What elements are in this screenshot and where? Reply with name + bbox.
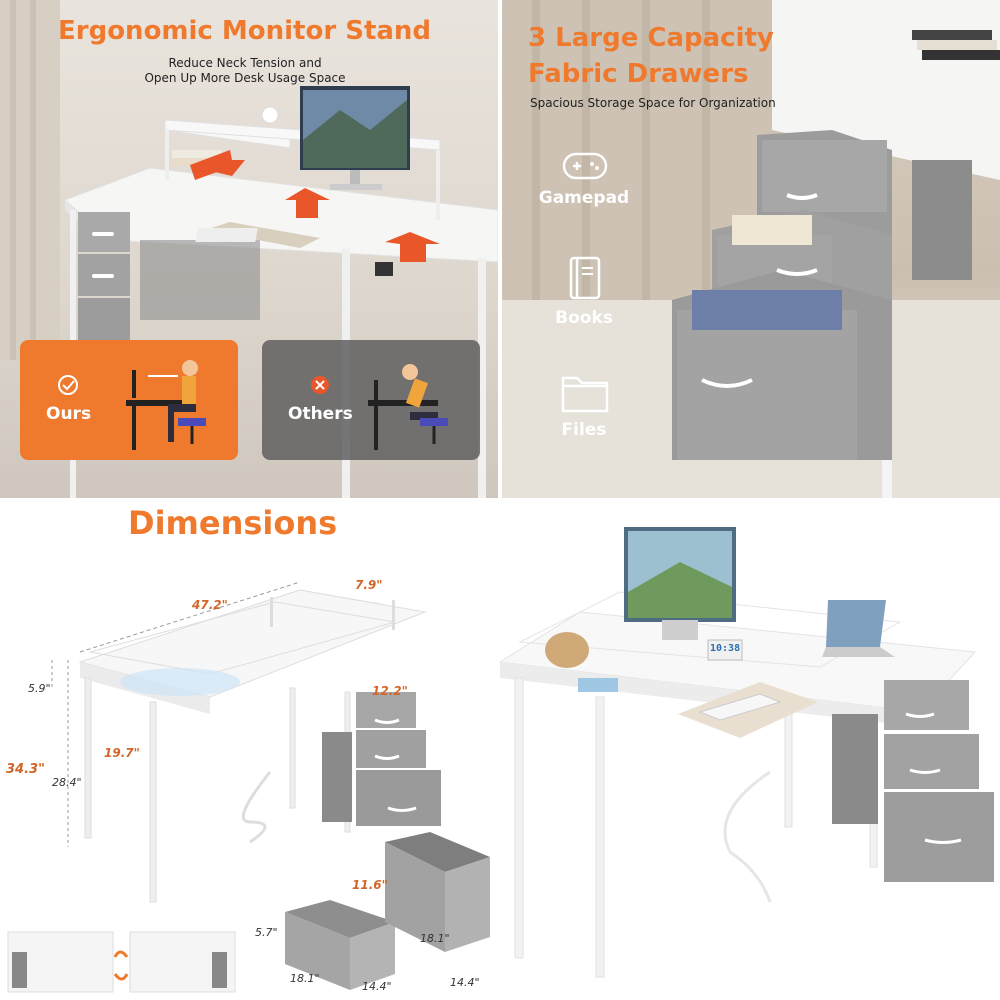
drawer-width-label: 12.2": [372, 684, 408, 698]
panel-title: 3 Large Capacity Fabric Drawers: [528, 20, 774, 92]
title-line-1: 3 Large Capacity: [528, 23, 774, 53]
others-comparison-card: Others: [262, 340, 480, 460]
others-label: Others: [288, 404, 353, 424]
title-line-2: Fabric Drawers: [528, 59, 749, 89]
feature-label-books: Books: [555, 308, 613, 328]
small-drawer-height-label: 5.7": [255, 926, 278, 939]
shelf-depth-label: 7.9": [355, 578, 383, 592]
feature-label-files: Files: [561, 420, 607, 440]
subtitle-line-2: Open Up More Desk Usage Space: [144, 71, 346, 85]
drawers-illustration: [502, 0, 1000, 498]
ours-label: Ours: [46, 404, 92, 424]
panel-title: Dimensions: [128, 504, 338, 542]
monitor-stand-panel: Ergonomic Monitor Stand Reduce Neck Tens…: [0, 0, 498, 498]
monitor-stand-illustration: [0, 0, 498, 498]
desk-clock-display: 10:38: [710, 643, 741, 654]
desk-width-label: 47.2": [192, 598, 228, 612]
small-drawer-width-label: 14.4": [362, 980, 392, 993]
desk-depth-label: 19.7": [104, 746, 140, 760]
total-height-label: 34.3": [6, 762, 45, 777]
desk-dimension-diagram: [7, 527, 994, 993]
dimensions-panel: Dimensions: [0, 502, 1000, 1000]
feature-label-gamepad: Gamepad: [538, 188, 630, 208]
book-icon: [569, 256, 601, 300]
shelf-height-label: 5.9": [28, 682, 51, 695]
ours-posture-illustration: [58, 360, 206, 450]
ours-comparison-card: Ours: [20, 340, 238, 460]
large-drawer-depth-label: 18.1": [420, 932, 450, 945]
folder-icon: [561, 376, 609, 413]
panel-subtitle: Reduce Neck Tension and Open Up More Des…: [120, 56, 370, 86]
desk-height-label: 28.4": [52, 776, 82, 789]
large-drawer-height-label: 11.6": [352, 878, 388, 892]
panel-title: Ergonomic Monitor Stand: [58, 16, 432, 46]
subtitle-line-1: Reduce Neck Tension and: [168, 56, 322, 70]
large-drawer-width-label: 14.4": [450, 976, 480, 989]
gamepad-icon: [562, 152, 608, 180]
small-drawer-depth-label: 18.1": [290, 972, 320, 985]
panel-subtitle: Spacious Storage Space for Organization: [530, 96, 776, 110]
others-posture-illustration: [311, 364, 448, 450]
check-icon: [58, 375, 78, 395]
drawers-panel: 3 Large Capacity Fabric Drawers Spacious…: [502, 0, 1000, 498]
